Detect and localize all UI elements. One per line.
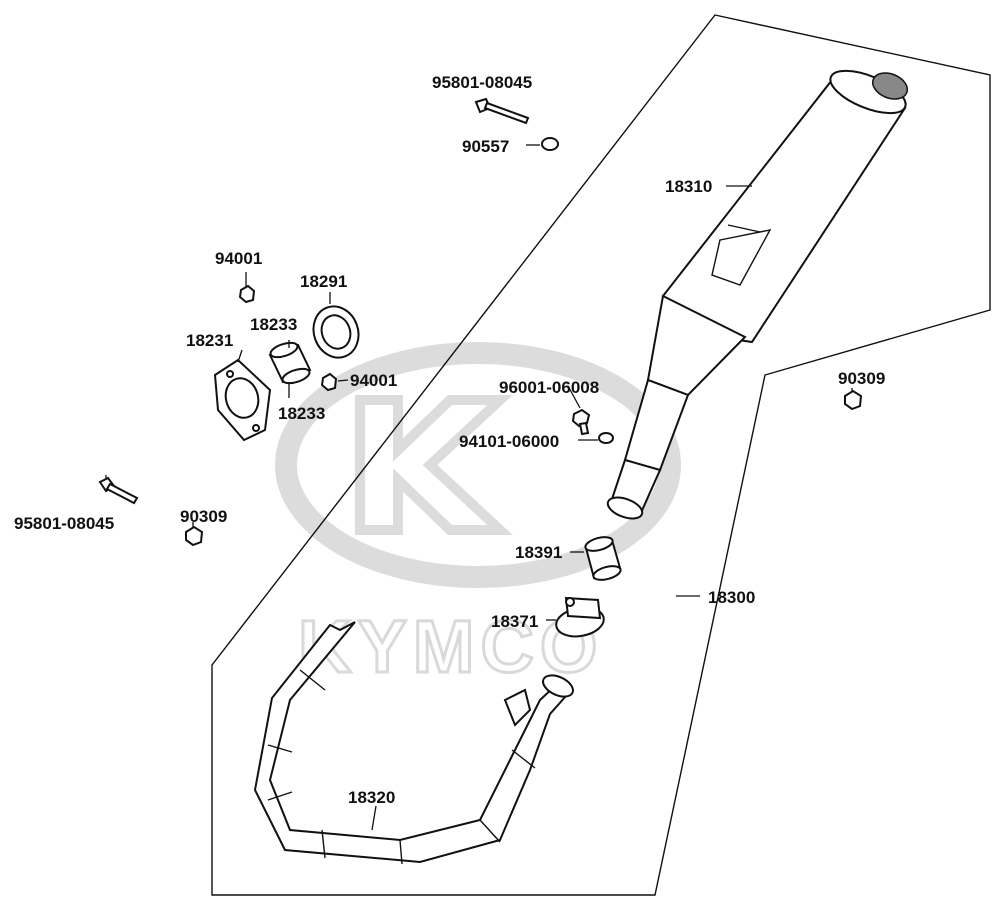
ring-18233 bbox=[268, 341, 312, 385]
clamp-18371 bbox=[555, 596, 605, 638]
label-washer-top: 90557 bbox=[462, 137, 509, 156]
label-bolt-left: 95801-08045 bbox=[14, 514, 114, 533]
label-nut-90309-right: 90309 bbox=[838, 369, 885, 388]
label-pipe-18320: 18320 bbox=[348, 788, 395, 807]
exhaust-pipe-18320 bbox=[253, 621, 574, 865]
label-clamp-18371: 18371 bbox=[491, 612, 538, 631]
assembly-boundary bbox=[211, 14, 991, 896]
label-nut-90309-left: 90309 bbox=[180, 507, 227, 526]
label-gasket-18391: 18391 bbox=[515, 543, 562, 562]
bolt-left bbox=[98, 476, 139, 505]
nut-90309-right bbox=[844, 389, 863, 411]
nut-94001-upper bbox=[238, 284, 256, 304]
nut-94001-lower bbox=[320, 372, 338, 392]
bolt-top bbox=[474, 97, 530, 125]
bolt-96001-06008 bbox=[571, 408, 591, 436]
kymco-k-letter-icon bbox=[355, 395, 513, 535]
label-washer-94101: 94101-06000 bbox=[459, 432, 559, 451]
label-bolt-96001: 96001-06008 bbox=[499, 378, 599, 397]
label-ring-18233-upper: 18233 bbox=[250, 315, 297, 334]
muffler-18310 bbox=[606, 69, 909, 520]
label-ring-18233-lower: 18233 bbox=[278, 404, 325, 423]
label-gasket-18291: 18291 bbox=[300, 272, 347, 291]
label-muffler: 18310 bbox=[665, 177, 712, 196]
washer-top bbox=[541, 137, 559, 151]
gasket-18291 bbox=[312, 305, 360, 359]
label-flange-18231: 18231 bbox=[186, 331, 233, 350]
label-assembly-18300: 18300 bbox=[708, 588, 755, 607]
nut-90309-left bbox=[185, 525, 204, 547]
gasket-18391 bbox=[584, 536, 622, 581]
label-nut-94001-lower: 94001 bbox=[350, 371, 397, 390]
label-nut-94001-upper: 94001 bbox=[215, 249, 262, 268]
washer-94101-06000 bbox=[598, 432, 614, 444]
leader-lines bbox=[105, 144, 853, 831]
flange-18231 bbox=[213, 358, 272, 442]
kymco-logo-watermark: KYMCO bbox=[275, 342, 681, 690]
part-labels: 95801-08045 90557 18310 94001 18291 1823… bbox=[14, 73, 885, 807]
label-bolt-top: 95801-08045 bbox=[432, 73, 532, 92]
kymco-k-logo-icon bbox=[275, 342, 681, 588]
